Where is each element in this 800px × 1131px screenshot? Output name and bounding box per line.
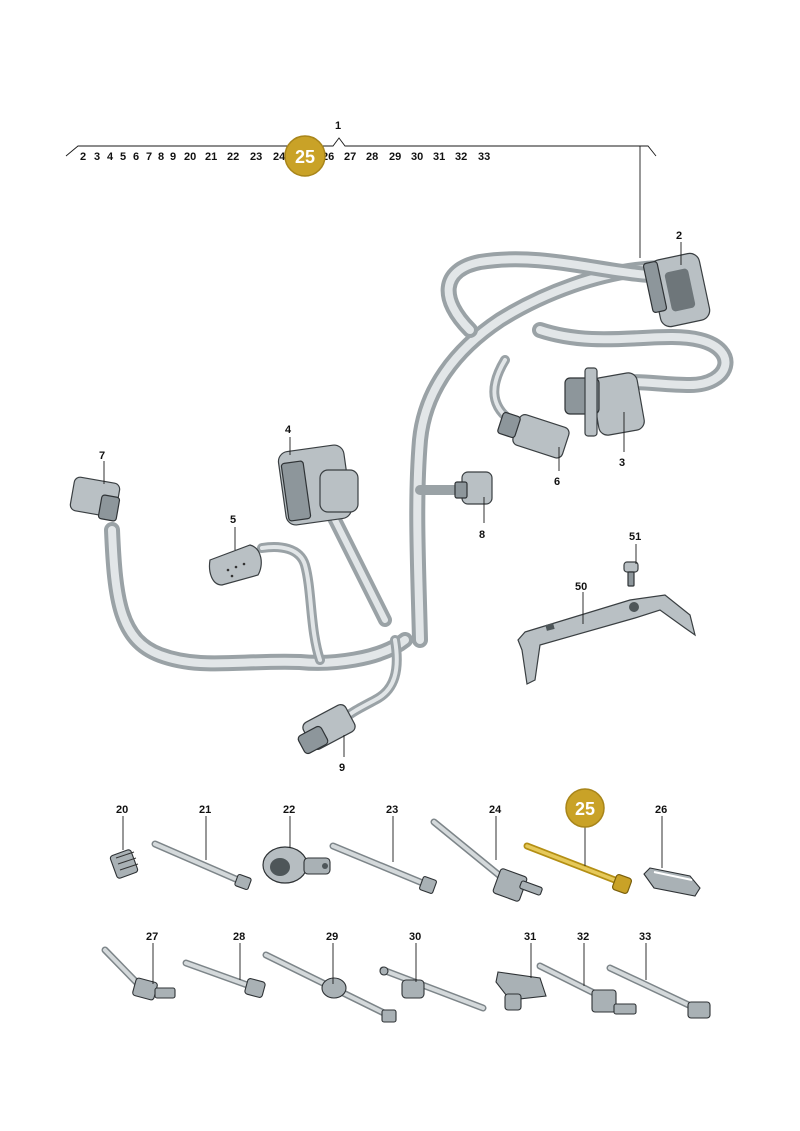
part-33[interactable] xyxy=(606,964,711,1019)
sequence-number: 33 xyxy=(478,151,490,163)
callout-24: 24 xyxy=(489,804,502,816)
callout-1: 1 xyxy=(335,120,341,132)
sequence-number: 32 xyxy=(455,151,467,163)
part-22[interactable] xyxy=(262,846,331,884)
callout-33: 33 xyxy=(639,931,651,943)
connector-2[interactable] xyxy=(642,252,712,329)
sequence-number: 27 xyxy=(344,151,356,163)
callout-28: 28 xyxy=(233,931,245,943)
sequence-number: 21 xyxy=(205,151,217,163)
connector-4[interactable] xyxy=(277,444,359,526)
part-23[interactable] xyxy=(329,842,437,894)
part-21[interactable] xyxy=(151,840,252,891)
callout-21: 21 xyxy=(199,804,211,816)
sequence-number: 5 xyxy=(120,151,126,163)
connector-8[interactable] xyxy=(454,471,493,505)
callout-26: 26 xyxy=(655,804,667,816)
wiring-harness[interactable] xyxy=(104,251,734,723)
callout-8: 8 xyxy=(479,529,485,541)
callout-27: 27 xyxy=(146,931,158,943)
callout-31: 31 xyxy=(524,931,536,943)
sequence-number: 6 xyxy=(133,151,139,163)
small-parts-row-2: 27 28 29 30 31 32 33 xyxy=(101,931,711,1023)
callout-5: 5 xyxy=(230,514,236,526)
callout-22: 22 xyxy=(283,804,295,816)
part-31[interactable] xyxy=(495,971,547,1011)
sequence-number: 28 xyxy=(366,151,378,163)
part-27[interactable] xyxy=(101,946,176,1001)
callout-2: 2 xyxy=(676,230,682,242)
bolt-51[interactable] xyxy=(623,561,639,587)
callout-32: 32 xyxy=(577,931,589,943)
part-26[interactable] xyxy=(643,867,701,897)
bracket-50[interactable] xyxy=(517,594,696,685)
sequence-number: 20 xyxy=(184,151,196,163)
callout-23: 23 xyxy=(386,804,398,816)
callout-50: 50 xyxy=(575,581,587,593)
callout-51: 51 xyxy=(629,531,641,543)
sequence-number: 7 xyxy=(146,151,152,163)
part-25[interactable] xyxy=(523,842,633,895)
sequence-number: 30 xyxy=(411,151,423,163)
sequence-number: 9 xyxy=(170,151,176,163)
sequence-number: 22 xyxy=(227,151,239,163)
highlight-badge-top-label: 25 xyxy=(295,147,315,167)
assembly-bracket: 1 2 3 4 5 6 7 8 9 20 21 22 23 24 26 27 2… xyxy=(65,120,657,258)
callout-9: 9 xyxy=(339,762,345,774)
callout-4: 4 xyxy=(285,424,292,436)
sequence-number: 31 xyxy=(433,151,445,163)
highlight-badge-top[interactable]: 25 xyxy=(284,135,326,177)
part-32[interactable] xyxy=(536,962,637,1015)
sequence-number: 24 xyxy=(273,151,286,163)
sequence-number-list: 2 3 4 5 6 7 8 9 20 21 22 23 24 26 27 28 … xyxy=(80,151,490,163)
part-30[interactable] xyxy=(379,966,487,1012)
highlight-badge-part-25[interactable]: 25 xyxy=(565,788,605,828)
small-parts-row-1: 20 21 22 23 24 26 25 xyxy=(109,788,701,902)
connector-7[interactable] xyxy=(69,476,121,522)
connector-3[interactable] xyxy=(564,367,646,437)
callout-29: 29 xyxy=(326,931,338,943)
connector-5[interactable] xyxy=(208,544,262,586)
callout-6: 6 xyxy=(554,476,560,488)
part-29[interactable] xyxy=(262,951,397,1023)
sequence-number: 23 xyxy=(250,151,262,163)
callout-3: 3 xyxy=(619,457,625,469)
sequence-number: 8 xyxy=(158,151,164,163)
part-28[interactable] xyxy=(182,959,266,998)
callout-25: 25 xyxy=(575,799,595,819)
sequence-number: 4 xyxy=(107,151,114,163)
callout-30: 30 xyxy=(409,931,421,943)
connector-6[interactable] xyxy=(497,411,571,460)
upper-callouts: 2 3 4 5 6 7 8 9 50 51 xyxy=(99,230,682,774)
sequence-number: 2 xyxy=(80,151,86,163)
sequence-number: 3 xyxy=(94,151,100,163)
part-24[interactable] xyxy=(430,818,543,902)
part-20[interactable] xyxy=(109,849,139,879)
callout-20: 20 xyxy=(116,804,128,816)
sequence-number: 29 xyxy=(389,151,401,163)
connector-9[interactable] xyxy=(297,702,357,755)
callout-7: 7 xyxy=(99,450,105,462)
